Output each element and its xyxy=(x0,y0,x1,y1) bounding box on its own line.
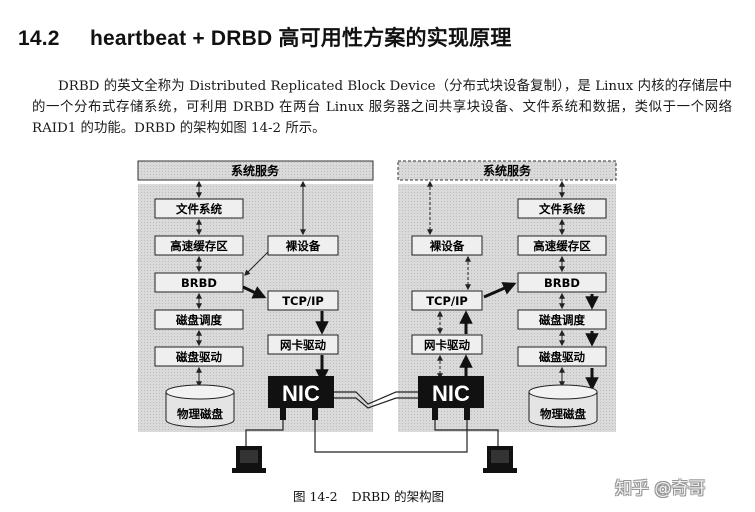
right-disk-scheduler-label: 磁盘调度 xyxy=(539,313,585,327)
left-raw-device-label: 裸设备 xyxy=(286,239,321,253)
right-physical-disk xyxy=(528,384,598,428)
right-monitor-icon xyxy=(483,446,517,473)
left-buffer-cache-box xyxy=(154,235,244,256)
figure-number: 图 14-2 xyxy=(293,489,338,504)
figure-caption: 图 14-2 DRBD 的架构图 xyxy=(293,486,444,505)
left-system-service-bar xyxy=(137,160,374,181)
left-tcp-ip-box xyxy=(267,290,339,311)
left-system-service-label: 系统服务 xyxy=(231,163,280,178)
left-physical-disk-label: 物理磁盘 xyxy=(177,407,223,421)
right-drbd-label: BRBD xyxy=(544,276,580,290)
right-raw-device-label: 裸设备 xyxy=(430,239,465,253)
right-bold-arrows xyxy=(459,282,599,391)
right-physical-disk-label: 物理磁盘 xyxy=(540,407,586,421)
right-tcp-ip-box xyxy=(411,290,483,311)
right-file-system-label: 文件系统 xyxy=(539,202,585,216)
left-disk-driver-label: 磁盘驱动 xyxy=(176,350,222,364)
right-dashed-arrows xyxy=(427,180,471,380)
right-nic-driver-label: 网卡驱动 xyxy=(424,338,470,352)
right-file-system-box xyxy=(517,198,607,219)
right-node: 系统服务 文件系统 裸设备 高速缓存区 BRBD TCP/IP 磁盘调度 网卡驱… xyxy=(397,160,617,432)
network-cables xyxy=(245,391,499,453)
right-raw-device-box xyxy=(411,235,483,256)
left-node: 系统服务 文件系统 高速缓存区 裸设备 BRBD TCP/IP 磁盘调度 网卡驱… xyxy=(137,160,374,432)
right-buffer-cache-box xyxy=(517,235,607,256)
right-system-service-bar xyxy=(397,160,617,181)
section-heading: 14.2 heartbeat + DRBD 高可用性方案的实现原理 xyxy=(18,22,512,52)
section-title: heartbeat + DRBD 高可用性方案的实现原理 xyxy=(90,27,512,50)
left-buffer-cache-label: 高速缓存区 xyxy=(170,239,228,253)
left-disk-driver-box xyxy=(154,346,244,367)
left-bold-arrows xyxy=(242,285,329,383)
right-nic-card xyxy=(418,376,484,408)
body-paragraph: DRBD 的英文全称为 Distributed Replicated Block… xyxy=(32,79,732,136)
right-system-service-label: 系统服务 xyxy=(483,163,532,178)
left-nic-card xyxy=(268,376,334,408)
watermark: 知乎 @奇哥 xyxy=(615,479,706,499)
right-disk-driver-label: 磁盘驱动 xyxy=(539,350,585,364)
left-drbd-label: BRBD xyxy=(181,276,217,290)
figure-title: DRBD 的架构图 xyxy=(351,489,445,504)
left-disk-scheduler-label: 磁盘调度 xyxy=(176,313,222,327)
left-thin-arrows xyxy=(196,180,306,388)
left-tcp-ip-label: TCP/IP xyxy=(282,294,324,308)
right-buffer-cache-label: 高速缓存区 xyxy=(533,239,591,253)
left-monitor-icon xyxy=(232,446,266,473)
section-number: 14.2 xyxy=(18,27,60,50)
left-file-system-label: 文件系统 xyxy=(176,202,222,216)
left-nic-label: NIC xyxy=(282,381,320,406)
right-drbd-box xyxy=(517,272,607,293)
right-nic-label: NIC xyxy=(432,381,470,406)
left-file-system-box xyxy=(154,198,244,219)
right-disk-scheduler-box xyxy=(517,309,607,330)
left-nic-driver-label: 网卡驱动 xyxy=(280,338,326,352)
left-physical-disk xyxy=(165,384,235,428)
right-tcp-ip-label: TCP/IP xyxy=(426,294,468,308)
right-nic-driver-box xyxy=(411,334,483,355)
left-disk-scheduler-box xyxy=(154,309,244,330)
left-drbd-box xyxy=(154,272,244,293)
right-disk-driver-box xyxy=(517,346,607,367)
left-nic-driver-box xyxy=(267,334,339,355)
left-raw-device-box xyxy=(267,235,339,256)
